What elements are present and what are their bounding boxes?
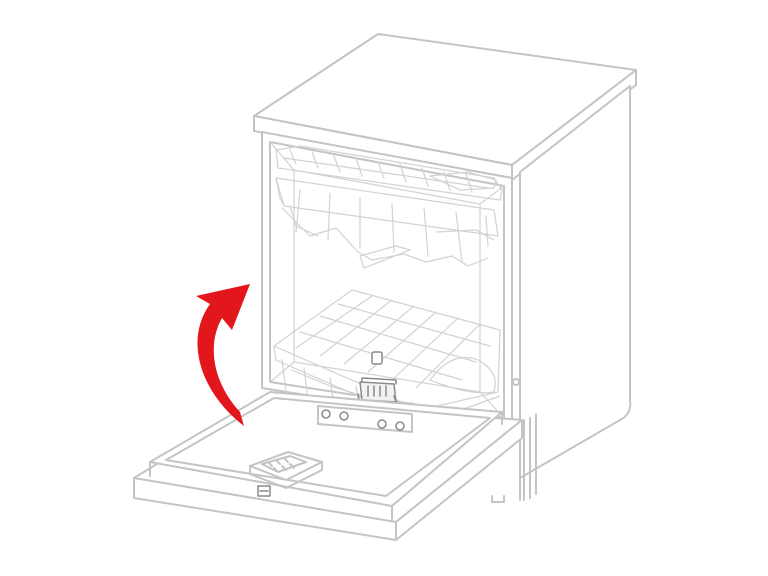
arrow-shape [196, 284, 250, 426]
detergent-dispenser-interior [371, 351, 383, 365]
feet [491, 495, 505, 503]
upper-basket [275, 177, 499, 269]
door-detergent-dispenser [249, 451, 323, 489]
worktop [253, 33, 637, 181]
door-latch [257, 485, 271, 497]
close-door-arrow-icon [196, 284, 250, 426]
door-panel [133, 391, 523, 541]
open-door [133, 391, 523, 541]
upper-rack [275, 145, 503, 269]
side-panel [519, 85, 632, 501]
cutlery-tray [275, 145, 503, 201]
door-controls [317, 405, 413, 433]
